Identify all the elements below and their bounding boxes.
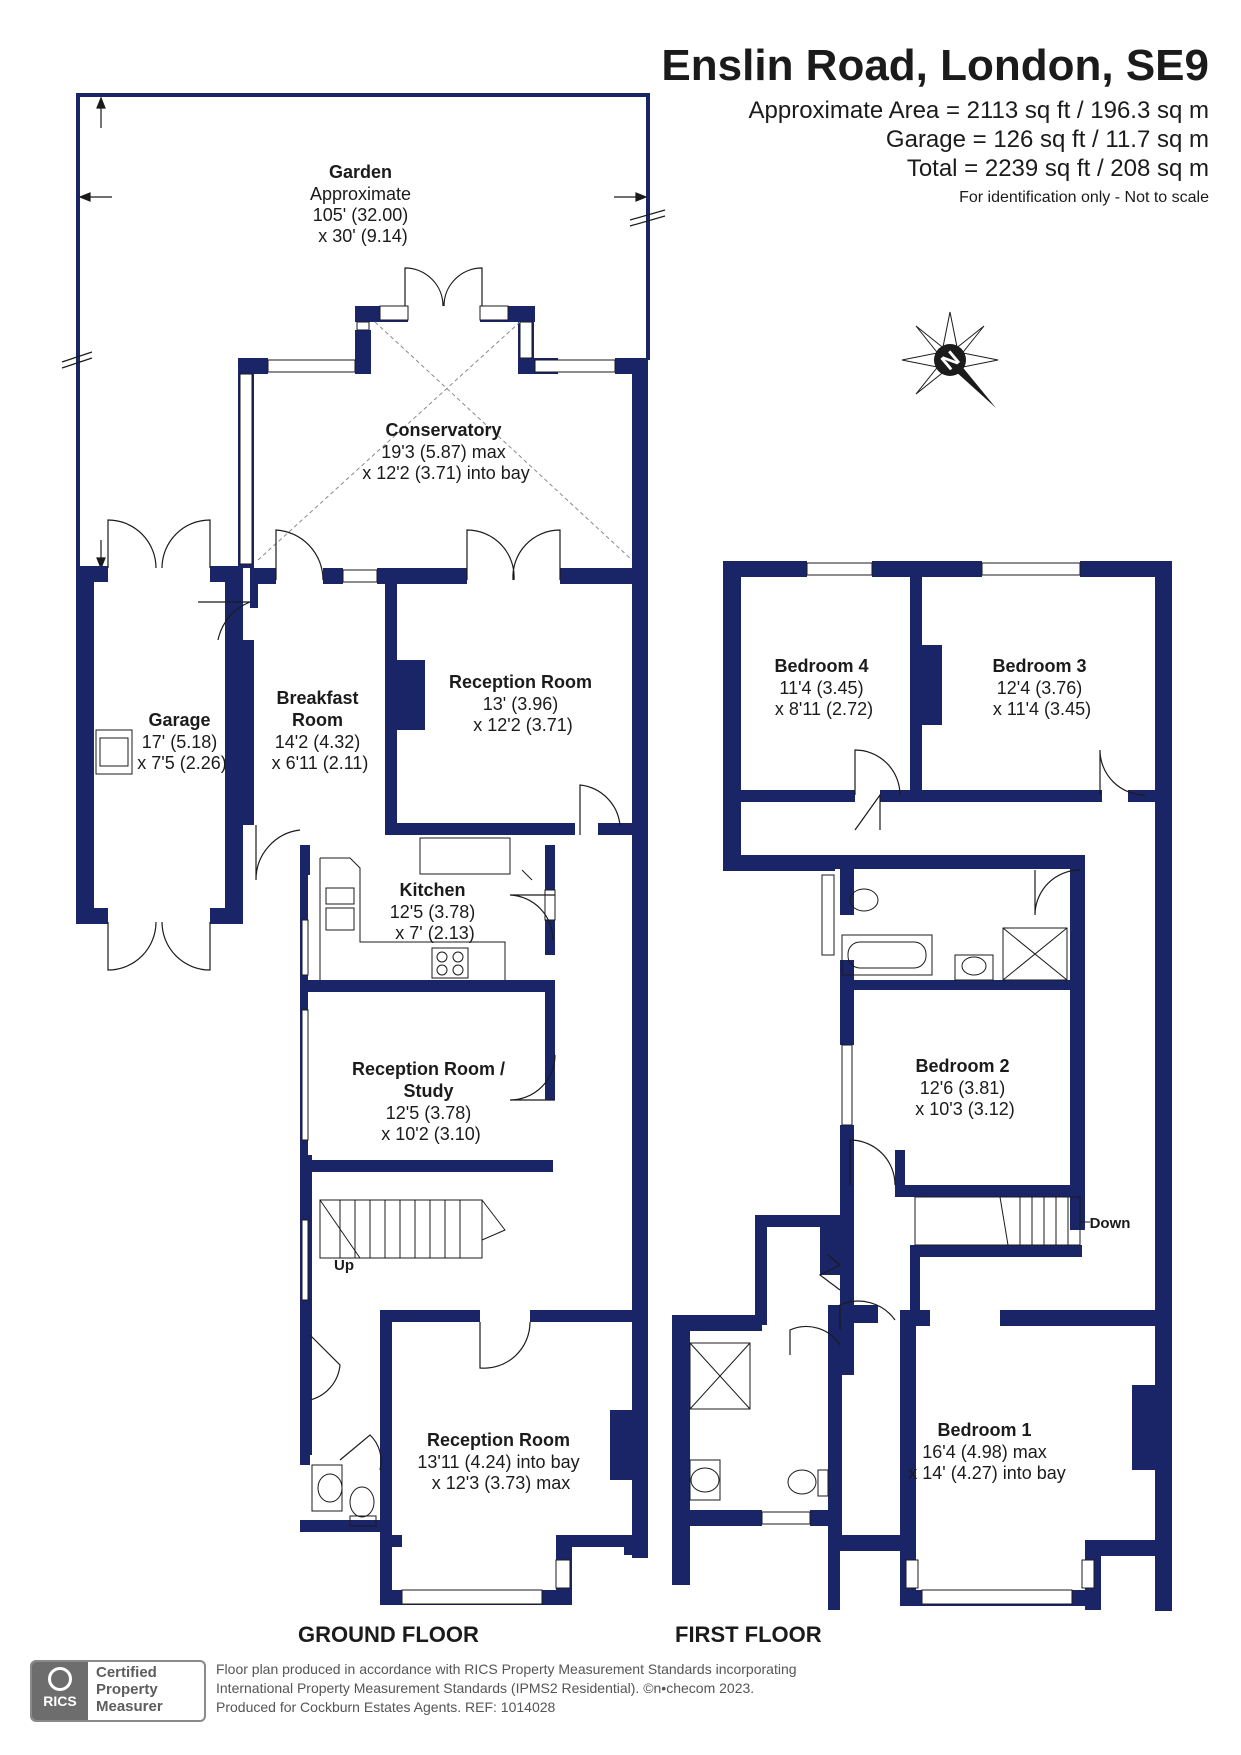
garden-name: Garden — [329, 162, 392, 182]
badge-line3: Measurer — [96, 1698, 163, 1715]
breakfast-label: Breakfast Room 14'2 (4.32) x 6'11 (2.11) — [272, 688, 369, 773]
footer-text2: International Property Measurement Stand… — [216, 1680, 755, 1696]
garden-label: Garden Approximate 105' (32.00) x 30' (9… — [310, 162, 416, 246]
stairs-down-label: Down — [1090, 1215, 1131, 1232]
scale-note: For identification only - Not to scale — [959, 189, 1209, 206]
bedroom4-l2: x 8'11 (2.72) — [775, 699, 873, 719]
ground-floor-doors — [107, 267, 621, 1471]
property-title: Enslin Road, London, SE9 — [661, 41, 1209, 90]
conservatory-l1: 19'3 (5.87) max — [381, 442, 506, 462]
garage-l1: 17' (5.18) — [142, 732, 217, 752]
reception-front-name: Reception Room — [427, 1430, 570, 1450]
total-area: Total = 2239 sq ft / 208 sq m — [906, 155, 1209, 182]
bedroom2-l1: 12'6 (3.81) — [920, 1078, 1006, 1098]
stairs-up-label: Up — [334, 1257, 354, 1274]
bedroom1-l2: x 14' (4.27) into bay — [908, 1463, 1066, 1483]
first-floor-doors — [789, 749, 1146, 1355]
rics-badge: RICS Certified Property Measurer — [30, 1660, 206, 1722]
kitchen-name: Kitchen — [399, 880, 465, 900]
kitchen-l2: x 7' (2.13) — [395, 923, 474, 943]
study-l2: x 10'2 (3.10) — [381, 1124, 481, 1144]
garden-dimension-arrows — [61, 96, 666, 570]
bedroom1-label: Bedroom 1 16'4 (4.98) max x 14' (4.27) i… — [908, 1420, 1066, 1483]
garage-sink-icon — [95, 729, 133, 775]
study-name2: Study — [403, 1081, 453, 1101]
reception-rear-l2: x 12'2 (3.71) — [473, 715, 573, 735]
reception-rear-l1: 13' (3.96) — [483, 694, 558, 714]
first-floor-label: FIRST FLOOR — [675, 1622, 822, 1647]
bedroom3-label: Bedroom 3 12'4 (3.76) x 11'4 (3.45) — [992, 656, 1091, 719]
kitchen-l1: 12'5 (3.78) — [390, 902, 476, 922]
bedroom4-name: Bedroom 4 — [774, 656, 868, 676]
bathroom-fittings — [689, 888, 1068, 1501]
garden-boundary — [76, 93, 650, 575]
footer-text3: Produced for Cockburn Estates Agents. RE… — [216, 1699, 556, 1715]
bedroom1-l1: 16'4 (4.98) max — [922, 1442, 1047, 1462]
bedroom3-name: Bedroom 3 — [992, 656, 1086, 676]
bedroom2-l2: x 10'3 (3.12) — [915, 1099, 1015, 1119]
garage-l2: x 7'5 (2.26) — [137, 753, 226, 773]
ground-wc-fittings — [311, 1464, 377, 1527]
ground-floor-label: GROUND FLOOR — [298, 1622, 479, 1647]
reception-front-l1: 13'11 (4.24) into bay — [417, 1452, 579, 1472]
reception-front-l2: x 12'3 (3.73) max — [432, 1473, 571, 1493]
conservatory-l2: x 12'2 (3.71) into bay — [362, 463, 530, 483]
footer-text1: Floor plan produced in accordance with R… — [216, 1661, 797, 1677]
footer-text: Floor plan produced in accordance with R… — [216, 1660, 797, 1717]
badge-line2: Property — [96, 1681, 158, 1698]
rics-logo-icon: RICS — [32, 1662, 88, 1720]
bedroom4-label: Bedroom 4 11'4 (3.45) x 8'11 (2.72) — [774, 656, 873, 719]
study-name1: Reception Room / — [352, 1059, 505, 1079]
reception-rear-name: Reception Room — [449, 672, 592, 692]
conservatory-glazing — [257, 321, 633, 561]
plan-header: Enslin Road, London, SE9 Approximate Are… — [661, 40, 1209, 211]
approx-area: Approximate Area = 2113 sq ft / 196.3 sq… — [748, 97, 1210, 124]
bedroom1-name: Bedroom 1 — [937, 1420, 1031, 1440]
ground-floor-windows — [239, 305, 616, 1605]
ground-floor-stairs — [319, 1199, 506, 1259]
kitchen-label: Kitchen 12'5 (3.78) x 7' (2.13) — [390, 880, 481, 943]
garden-l3: x 30' (9.14) — [318, 226, 407, 246]
reception-rear-label: Reception Room 13' (3.96) x 12'2 (3.71) — [449, 672, 597, 735]
bedroom2-name: Bedroom 2 — [915, 1056, 1009, 1076]
conservatory-label: Conservatory 19'3 (5.87) max x 12'2 (3.7… — [362, 420, 530, 483]
bedroom2-label: Bedroom 2 12'6 (3.81) x 10'3 (3.12) — [915, 1056, 1015, 1119]
badge-line1: Certified — [96, 1664, 157, 1681]
first-floor-windows — [761, 562, 1095, 1605]
breakfast-name2: Room — [292, 710, 343, 730]
ground-floor-walls — [76, 306, 648, 1605]
garden-l2: 105' (32.00) — [313, 205, 409, 225]
breakfast-l2: x 6'11 (2.11) — [272, 753, 369, 773]
rics-logo-text: RICS — [43, 1693, 77, 1709]
study-label: Reception Room / Study 12'5 (3.78) x 10'… — [352, 1059, 510, 1144]
garage-area: Garage = 126 sq ft / 11.7 sq m — [885, 126, 1209, 153]
first-floor-walls — [672, 561, 1172, 1611]
plan-footer: RICS Certified Property Measurer Floor p… — [30, 1660, 1210, 1730]
compass-rose-icon: N — [901, 311, 999, 408]
reception-front-label: Reception Room 13'11 (4.24) into bay x 1… — [417, 1430, 584, 1493]
breakfast-name1: Breakfast — [276, 688, 358, 708]
rics-badge-text: Certified Property Measurer — [96, 1664, 163, 1715]
breakfast-l1: 14'2 (4.32) — [275, 732, 361, 752]
garage-label: Garage 17' (5.18) x 7'5 (2.26) — [137, 710, 226, 773]
bedroom3-l1: 12'4 (3.76) — [997, 678, 1083, 698]
garage-name: Garage — [148, 710, 210, 730]
study-l1: 12'5 (3.78) — [386, 1103, 472, 1123]
bedroom3-l2: x 11'4 (3.45) — [993, 699, 1091, 719]
first-floor-stairs — [914, 1196, 1090, 1246]
conservatory-name: Conservatory — [385, 420, 501, 440]
bedroom4-l1: 11'4 (3.45) — [779, 678, 863, 698]
garden-l1: Approximate — [310, 184, 411, 204]
kitchen-fittings — [319, 837, 533, 980]
